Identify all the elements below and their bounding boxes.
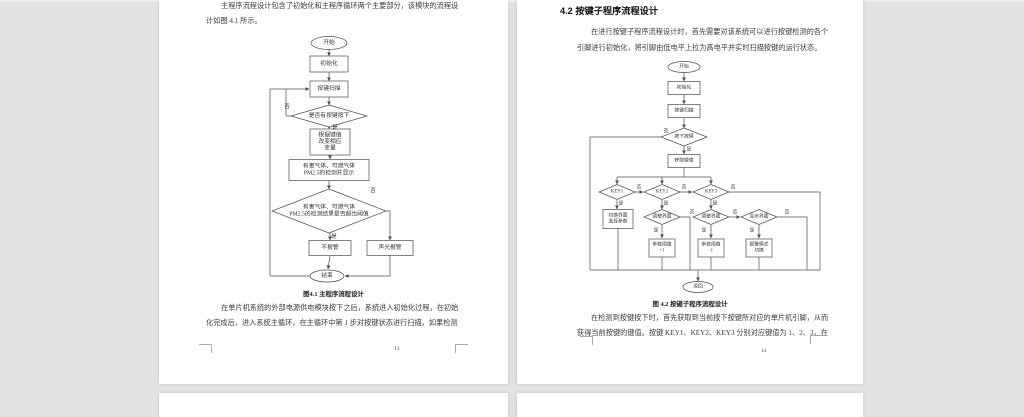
page2-intro-paragraph-line: 在进行按键子程序流程设计时，首先需要对该系统可以进行按键检测的各个 bbox=[591, 28, 829, 36]
margin-mark-bottom-left-p2 bbox=[580, 336, 593, 345]
top-strip bbox=[0, 0, 1024, 2]
figure-4-2-caption: 图 4.2 按键子程序流程设计 bbox=[652, 301, 728, 308]
page1-intro-paragraph-line: 主程序流程设计包含了初始化和主程序循环两个主要部分，该模块的流程设 bbox=[221, 2, 459, 10]
page1-intro-paragraph-line: 计如图 4.1 所示。 bbox=[206, 17, 262, 26]
page-14[interactable] bbox=[517, 0, 863, 384]
margin-mark-bottom-right-p2 bbox=[810, 335, 823, 344]
page2-intro-paragraph-line: 引脚进行初始化，将引脚由低电平上拉为高电平并实时扫描按键的运行状态。 bbox=[577, 43, 822, 52]
margin-mark-bottom-right-p1 bbox=[455, 344, 468, 353]
page1-body-paragraph-line: 化完成后，进入系统主循环，在主循环中第 1 步对按键状态进行扫描，如果检测 bbox=[206, 319, 458, 328]
page2-body-paragraph-line: 获得当前按键的键值。按键 KEY1、KEY2、KEY3 分别对应键值为 1、2、… bbox=[577, 329, 828, 338]
page-number-13: 13 bbox=[394, 346, 400, 352]
page-15-partial[interactable] bbox=[159, 393, 508, 417]
figure-4-1-caption: 图4.1 主程序流程设计 bbox=[303, 291, 364, 298]
margin-mark-bottom-left-p1 bbox=[199, 344, 212, 353]
section-heading: 4.2 按键子程序流程设计 bbox=[560, 6, 659, 16]
page-16-partial[interactable] bbox=[517, 393, 863, 417]
page1-body-paragraph-line: 在单片机系统的外部电源供电模块按下之后，系统进入初始化过程，在初始 bbox=[221, 304, 459, 312]
page2-body-paragraph-line: 在检测到按键按下时，首先获取到当前按下按键所对应的单片机引脚，从而 bbox=[591, 314, 829, 322]
page-number-14: 14 bbox=[761, 348, 767, 354]
